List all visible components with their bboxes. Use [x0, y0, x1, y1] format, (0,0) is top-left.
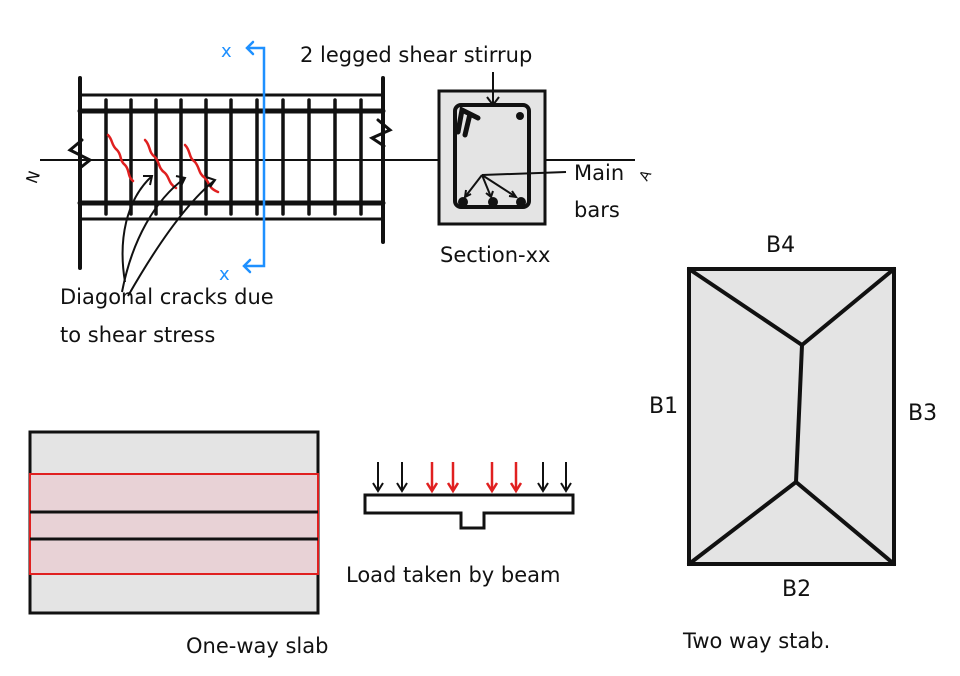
- top-bar-section: [516, 112, 524, 120]
- diagonal-cracks: [106, 133, 220, 194]
- load-label: Load taken by beam: [346, 563, 560, 587]
- stirrups: [104, 98, 363, 216]
- loaded-beam: Load taken by beam: [346, 462, 575, 587]
- yield-lines: [687, 267, 896, 566]
- stirrup-hook: [455, 106, 481, 138]
- section-xx: Main bars Section-xx: [437, 72, 624, 267]
- axis-right-label: A: [636, 167, 655, 184]
- section-mark-top: x: [221, 41, 232, 62]
- two-way-outline: [687, 267, 896, 566]
- section-title: Section-xx: [440, 243, 550, 267]
- one-way-slab: One-way slab: [28, 430, 328, 658]
- cracks-label-line1: Diagonal cracks due: [60, 285, 274, 309]
- cracks-label-line2: to shear stress: [60, 323, 215, 347]
- load-arrows: [372, 462, 572, 494]
- label-b3: B3: [908, 401, 937, 426]
- beam-elevation: [67, 76, 393, 270]
- stirrup-label: 2 legged shear stirrup: [300, 43, 532, 67]
- main-bars-label-line2: bars: [574, 198, 620, 222]
- main-bar-middle: [488, 197, 498, 207]
- two-way-slab-title: Two way stab.: [682, 629, 830, 653]
- section-mark-bottom: x: [219, 264, 230, 285]
- label-b4: B4: [766, 233, 795, 258]
- crack-pointers: [121, 175, 217, 297]
- t-beam: [363, 493, 575, 530]
- axis-left-label: N: [22, 168, 44, 186]
- main-bar-right: [516, 197, 526, 207]
- main-bars-label-line1: Main: [574, 161, 624, 185]
- label-b2: B2: [782, 577, 811, 602]
- section-cut: [242, 40, 266, 274]
- break-mark-right: [368, 118, 393, 148]
- slab-strip: [29, 473, 319, 575]
- one-way-slab-title: One-way slab: [186, 634, 328, 658]
- main-bar-pointers: [463, 171, 567, 199]
- label-b1: B1: [649, 394, 678, 419]
- main-bar-left: [458, 197, 468, 207]
- break-mark-left: [67, 138, 93, 170]
- two-way-slab: B4 B1 B3 B2 Two way stab.: [649, 233, 937, 653]
